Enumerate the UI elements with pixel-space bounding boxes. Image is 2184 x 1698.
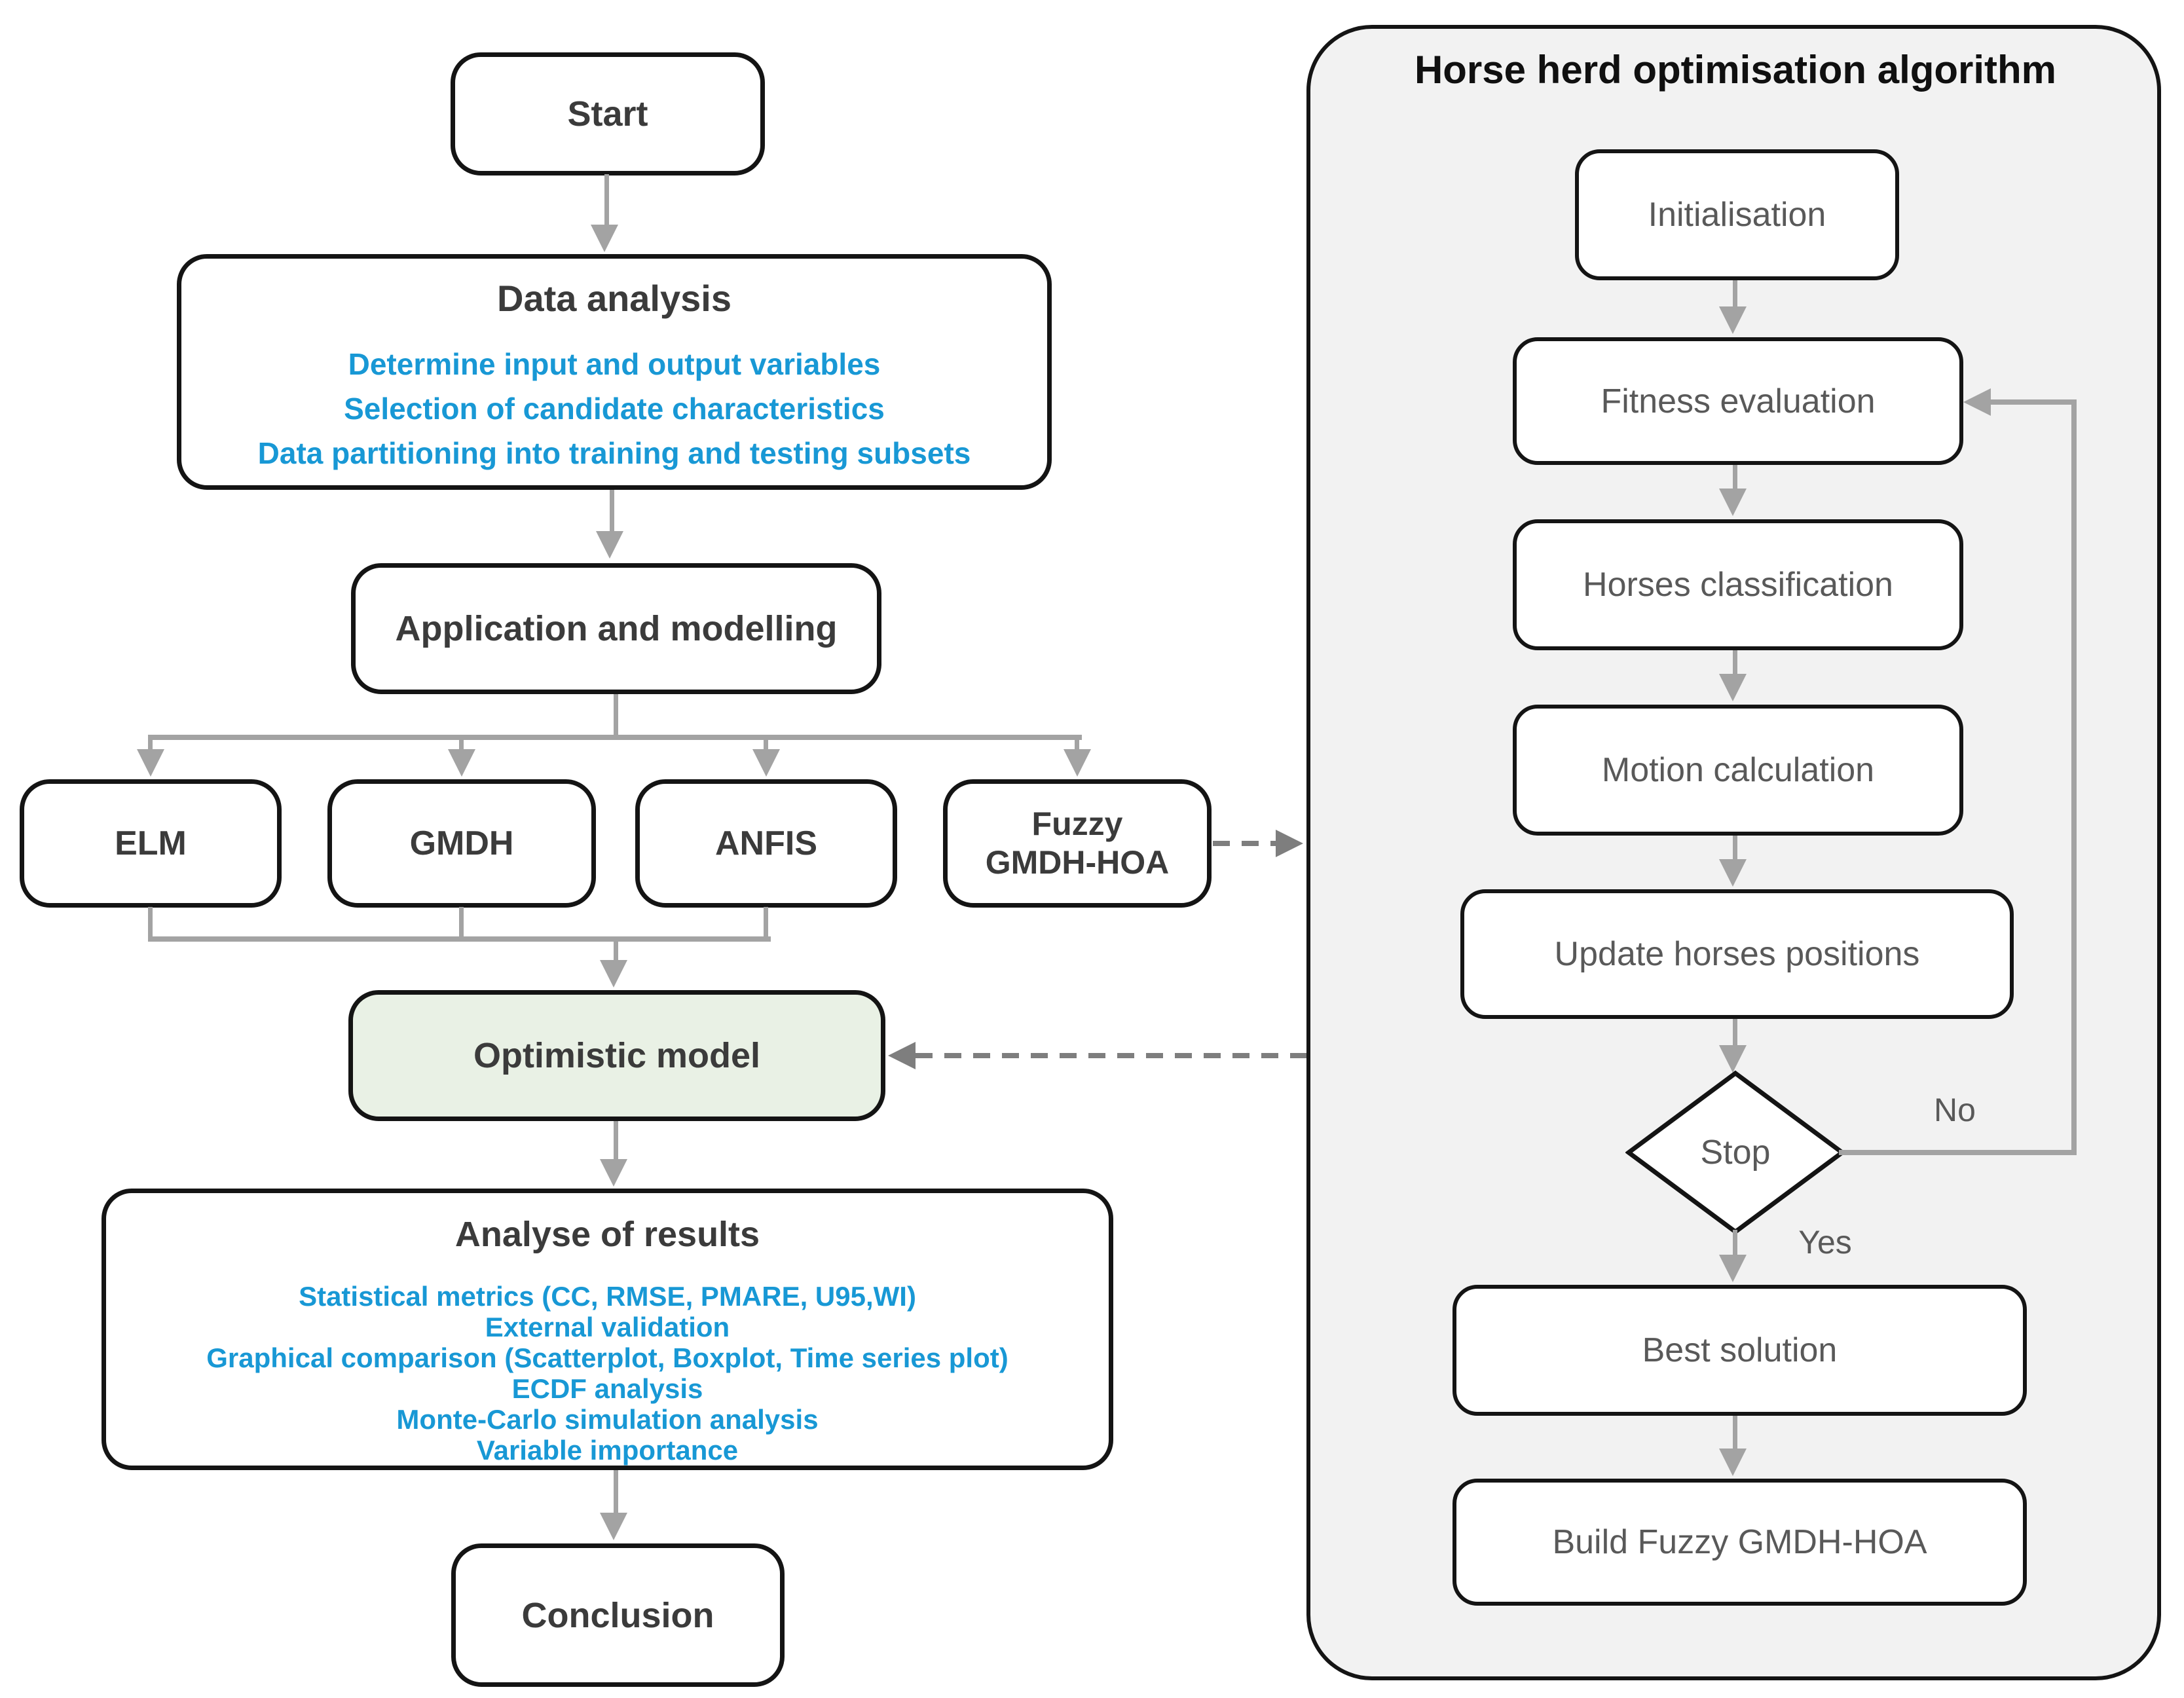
branch-drop-arrowhead [137,749,164,777]
hoa-best-solution-node: Best solution [1453,1285,2027,1416]
data-analysis-item: Selection of candidate characteristics [344,392,885,426]
arrowhead-start-to-data [591,225,618,252]
arrow-merge-to-optimistic [614,936,618,961]
hoa-arrow [1733,465,1737,490]
hoa-update-positions-node: Update horses positions [1460,889,2014,1019]
branch-stem-line [614,694,618,739]
dashed-arrowhead-to-panel [1276,830,1303,857]
merge-horizontal-line [148,936,771,942]
data-analysis-title: Data analysis [497,278,731,319]
hoa-initialisation-node: Initialisation [1575,149,1899,280]
analyse-results-item: Monte-Carlo simulation analysis [396,1404,819,1435]
branch-drop-line [764,739,768,750]
arrowhead-data-to-application [596,531,623,559]
hoa-motion-calculation-node: Motion calculation [1513,705,1963,836]
no-loop-line [1991,399,2077,405]
merge-stub-line [764,907,768,940]
data-analysis-item: Data partitioning into training and test… [257,436,971,470]
no-loop-line [2071,399,2077,1155]
application-modelling-node: Application and modelling [351,563,881,694]
hoa-fitness-evaluation-node: Fitness evaluation [1513,337,1963,465]
merge-stub-line [148,907,153,940]
hoa-panel-title: Horse herd optimisation algorithm [1414,48,2057,92]
hoa-arrow [1733,1416,1737,1450]
branch-drop-arrowhead [1064,749,1091,777]
hoa-arrowhead [1719,674,1747,701]
hoa-arrow [1733,1019,1737,1046]
arrow-start-to-data [604,174,609,225]
hoa-arrowhead [1719,489,1747,516]
arrowhead-optimistic-to-analysis [600,1159,627,1187]
dashed-arrowhead-to-optimistic [888,1042,916,1069]
analyse-results-node: Analyse of results Statistical metrics (… [102,1189,1113,1470]
hoa-arrowhead [1719,1449,1747,1476]
no-loop-line [1839,1150,2076,1155]
analyse-results-title: Analyse of results [454,1215,760,1254]
model-node-gmdh: GMDH [327,779,596,908]
hoa-arrow [1733,280,1737,308]
hoa-arrowhead [1719,859,1747,887]
optimistic-model-node: Optimistic model [348,990,885,1121]
branch-drop-line [459,739,464,750]
hoa-arrowhead [1719,306,1747,334]
branch-horizontal-line [148,735,1082,740]
model-node-anfis: ANFIS [635,779,897,908]
analyse-results-item: Statistical metrics (CC, RMSE, PMARE, U9… [299,1281,916,1312]
hoa-arrow [1733,836,1737,860]
hoa-arrowhead [1719,1255,1747,1282]
stop-decision-label: Stop [1700,1134,1771,1172]
conclusion-node: Conclusion [451,1543,785,1687]
start-node: Start [451,52,765,175]
branch-drop-line [148,739,153,750]
analyse-results-item: External validation [485,1312,730,1342]
yes-branch-label: Yes [1798,1224,1852,1261]
data-analysis-node: Data analysis Determine input and output… [177,254,1052,490]
no-branch-label: No [1934,1092,1976,1128]
branch-drop-arrowhead [448,749,475,777]
branch-drop-line [1075,739,1079,750]
hoa-arrow [1733,1230,1737,1256]
no-loop-arrowhead [1963,388,1991,416]
analyse-results-details: Statistical metrics (CC, RMSE, PMARE, U9… [106,1281,1109,1466]
merge-stub-line [459,907,464,940]
data-analysis-item: Determine input and output variables [348,347,881,381]
analyse-results-item: Graphical comparison (Scatterplot, Boxpl… [206,1342,1009,1373]
analyse-results-item: Variable importance [476,1435,739,1466]
dashed-link-panel-to-optimistic [916,1053,1306,1058]
dashed-link-fuzzy-to-panel [1213,841,1276,846]
arrow-data-to-application [610,490,614,532]
arrowhead-merge-to-optimistic [600,960,627,987]
branch-drop-arrowhead [752,749,780,777]
hoa-build-fuzzy-node: Build Fuzzy GMDH-HOA [1453,1479,2027,1606]
analyse-results-item: ECDF analysis [511,1373,703,1404]
arrowhead-analysis-to-conclusion [600,1513,627,1540]
hoa-horses-classification-node: Horses classification [1513,519,1963,650]
model-node-elm: ELM [20,779,282,908]
hoa-arrowhead [1719,1045,1747,1073]
model-node-fuzzy-gmdh-hoa: Fuzzy GMDH-HOA [943,779,1212,908]
hoa-arrow [1733,650,1737,675]
arrow-optimistic-to-analysis [614,1121,618,1162]
arrow-analysis-to-conclusion [614,1470,618,1515]
data-analysis-details: Determine input and output variables Sel… [181,342,1047,475]
